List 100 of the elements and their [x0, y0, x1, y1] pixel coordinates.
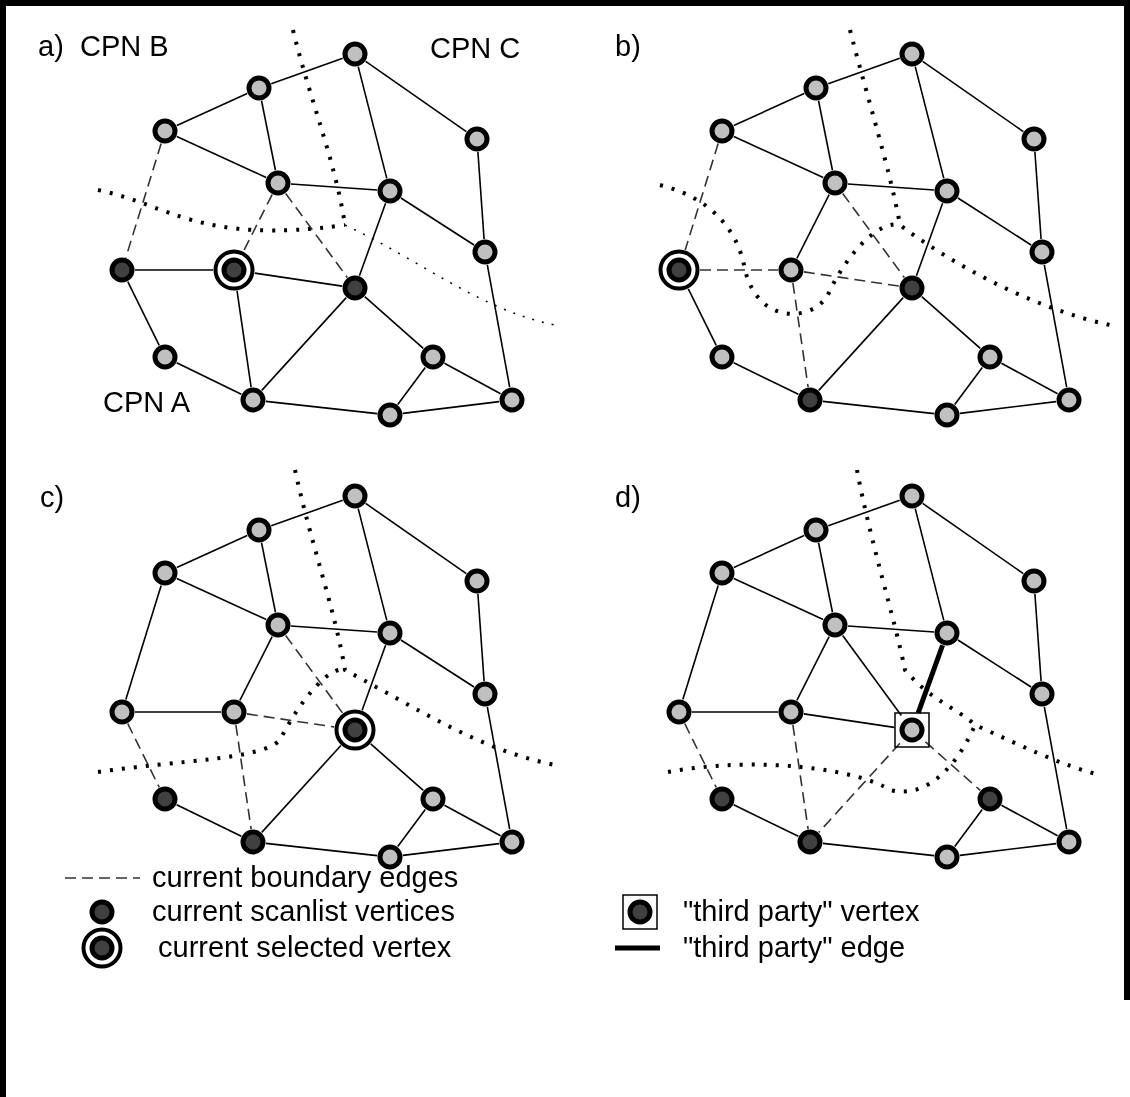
scanlist-vertex [342, 275, 368, 301]
selected-vertex [334, 709, 376, 751]
graph-edge [1034, 151, 1042, 240]
legend-text: current scanlist vertices [152, 897, 455, 926]
graph-vertex [803, 75, 829, 101]
graph-vertex [152, 560, 178, 586]
graph-edge [396, 808, 427, 848]
graph-vertex [420, 344, 446, 370]
graph-vertex [822, 612, 848, 638]
scanlist-vertex [899, 275, 925, 301]
panel-label: d) [615, 483, 641, 512]
scanlist-vertex [709, 786, 735, 812]
graph-edge [827, 499, 901, 527]
graph-edge [477, 593, 485, 682]
graph-vertex [709, 118, 735, 144]
graph-vertex [666, 699, 692, 725]
graph-vertex [265, 170, 291, 196]
graph-edge [239, 635, 273, 702]
graph-edge [959, 842, 1057, 857]
graph-edge [827, 57, 901, 85]
graph-edge [126, 280, 161, 347]
graph-vertex [152, 344, 178, 370]
graph-edge [822, 400, 935, 415]
graph-edge [402, 400, 500, 415]
graph-vertex [152, 118, 178, 144]
scanlist-vertex [977, 786, 1003, 812]
graph-vertex [342, 41, 368, 67]
graph-edge [369, 743, 425, 792]
graph-edge [486, 706, 511, 830]
panel-label: b) [615, 32, 641, 61]
graph-edge [691, 711, 779, 713]
graph-edge [841, 634, 903, 717]
graph-vertex [472, 681, 498, 707]
panel-label: c) [40, 483, 65, 512]
graph-edge [253, 272, 343, 287]
graph-edge [1000, 362, 1059, 395]
graph-edge [260, 99, 277, 172]
graph-vertex [803, 517, 829, 543]
boundary-edge [924, 741, 982, 792]
boundary-edge [246, 713, 336, 728]
graph-edge [914, 65, 945, 180]
graph-vertex [265, 612, 291, 638]
graph-edge [914, 507, 945, 622]
graph-vertex [934, 844, 960, 870]
graph-edge [817, 99, 834, 172]
selected-vertex [658, 249, 700, 291]
selected-vertex [213, 249, 255, 291]
graph-edge [822, 842, 935, 857]
graph-edge [1000, 804, 1059, 837]
graph-edge [732, 361, 800, 396]
graph-vertex [377, 402, 403, 428]
boundary-edge [683, 722, 718, 789]
boundary-edge [684, 142, 719, 251]
graph-edge [733, 534, 805, 569]
graph-edge [176, 92, 248, 127]
graph-edge [732, 803, 800, 838]
graph-edge [817, 296, 905, 392]
graph-edge [733, 92, 805, 127]
boundary-edge [817, 742, 901, 834]
graph-edge [1043, 264, 1068, 388]
graph-edge [796, 193, 830, 260]
graph-edge [357, 65, 388, 180]
legend-text: "third party" edge [683, 933, 906, 962]
scanlist-vertex [152, 786, 178, 812]
graph-edge [260, 744, 342, 834]
graph-vertex [420, 786, 446, 812]
graph-vertex [464, 568, 490, 594]
legend-text: "third party" vertex [683, 897, 920, 926]
graph-vertex [109, 699, 135, 725]
graph-edge [357, 507, 388, 622]
graph-vertex [778, 257, 804, 283]
graph-edge [443, 362, 502, 395]
scanlist-vertex [797, 829, 823, 855]
graph-vertex [1021, 126, 1047, 152]
partition-label: CPN A [103, 388, 191, 417]
graph-edge [134, 711, 222, 713]
boundary-edge [792, 724, 809, 830]
graph-edge [733, 135, 824, 179]
graph-vertex [240, 387, 266, 413]
graph-edge [920, 295, 982, 350]
graph-edge [175, 361, 243, 396]
graph-edge [796, 635, 830, 702]
graph-edge [921, 60, 1025, 133]
boundary-edge [125, 142, 162, 259]
graph-vertex [899, 483, 925, 509]
graph-edge [682, 584, 719, 701]
graph-vertex [377, 178, 403, 204]
graph-edge [134, 269, 214, 271]
graph-vertex [709, 344, 735, 370]
graph-edge [270, 57, 344, 85]
graph-edge [443, 804, 502, 837]
graph-vertex [1056, 387, 1082, 413]
boundary-edge [284, 192, 349, 279]
graph-edge [1043, 706, 1068, 830]
graph-edge [175, 803, 243, 838]
panel-label: a) [38, 32, 64, 61]
graph-vertex [934, 620, 960, 646]
graph-edge [400, 639, 475, 688]
graph-vertex [822, 170, 848, 196]
graph-edge [290, 183, 378, 191]
